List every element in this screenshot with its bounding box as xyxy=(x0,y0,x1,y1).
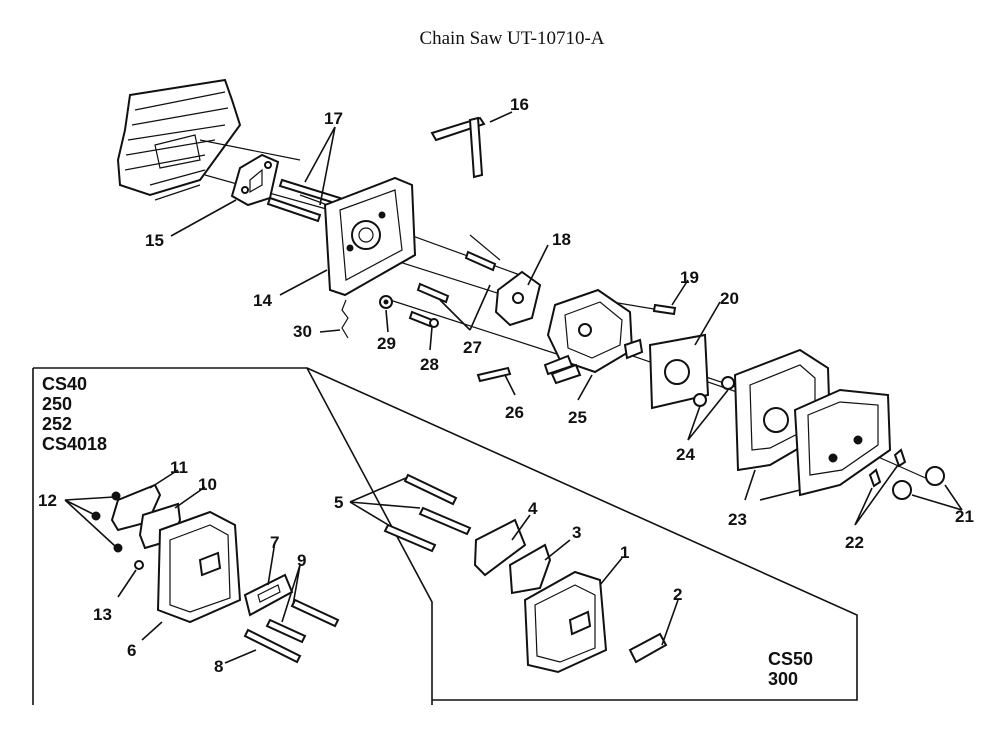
part-4-plate xyxy=(473,518,527,577)
label-16: 16 xyxy=(510,95,529,114)
part-3-plate xyxy=(508,543,552,595)
part-27-screws xyxy=(416,250,497,304)
model-label: CS4018 xyxy=(42,434,107,454)
part-1-muffler xyxy=(523,570,608,674)
model-label: CS50 xyxy=(768,649,813,669)
label-20: 20 xyxy=(720,289,739,308)
label-2: 2 xyxy=(673,585,682,604)
part-26-pin xyxy=(476,366,512,383)
leader-lines xyxy=(64,111,963,664)
part-14-carburetor-adapter xyxy=(323,176,417,297)
model-label: 252 xyxy=(42,414,72,434)
label-21: 21 xyxy=(955,507,974,526)
label-7: 7 xyxy=(270,533,279,552)
label-29: 29 xyxy=(377,334,396,353)
label-18: 18 xyxy=(552,230,571,249)
part-number-labels: 16 17 15 18 14 19 20 30 29 27 28 26 25 2… xyxy=(38,95,974,676)
label-3: 3 xyxy=(572,523,581,542)
part-9-bolts xyxy=(265,598,340,644)
part-25-carburetor xyxy=(543,288,644,385)
diagram-title: Chain Saw UT-10710-A xyxy=(419,28,605,49)
label-23: 23 xyxy=(728,510,747,529)
label-12: 12 xyxy=(38,491,57,510)
label-27: 27 xyxy=(463,338,482,357)
label-15: 15 xyxy=(145,231,164,250)
label-13: 13 xyxy=(93,605,112,624)
part-8-bolt xyxy=(243,628,302,664)
label-6: 6 xyxy=(127,641,136,660)
label-17: 17 xyxy=(324,109,343,128)
label-14: 14 xyxy=(253,291,272,310)
part-2-gasket xyxy=(628,632,668,664)
label-4: 4 xyxy=(528,499,538,518)
inset-right-box xyxy=(306,367,858,701)
models-right: CS50 300 xyxy=(768,649,813,689)
part-21-knobs xyxy=(892,466,945,500)
models-left: CS40 250 252 CS4018 xyxy=(42,374,107,454)
part-19-pin xyxy=(652,303,677,316)
part-6-muffler xyxy=(156,510,242,624)
label-11: 11 xyxy=(170,458,188,477)
part-30-spring xyxy=(341,299,349,339)
label-8: 8 xyxy=(214,657,223,676)
part-16-hex-key xyxy=(430,116,486,179)
label-25: 25 xyxy=(568,408,587,427)
part-29-nut xyxy=(379,295,393,309)
part-5-bolts xyxy=(383,473,472,553)
model-label: 300 xyxy=(768,669,798,689)
label-1: 1 xyxy=(620,543,629,562)
label-9: 9 xyxy=(297,551,306,570)
label-19: 19 xyxy=(680,268,699,287)
part-18-gasket xyxy=(494,270,542,327)
label-26: 26 xyxy=(505,403,524,422)
part-24-nuts xyxy=(693,376,735,407)
part-28-screw xyxy=(408,310,439,328)
label-5: 5 xyxy=(334,493,343,512)
label-10: 10 xyxy=(198,475,217,494)
part-22-washers xyxy=(868,448,907,488)
model-label: 250 xyxy=(42,394,72,414)
part-20-gasket xyxy=(648,333,710,410)
part-13-nut xyxy=(134,560,144,570)
part-23-air-filter xyxy=(733,348,892,497)
label-30: 30 xyxy=(293,322,312,341)
model-label: CS40 xyxy=(42,374,87,394)
label-24: 24 xyxy=(676,445,695,464)
label-28: 28 xyxy=(420,355,439,374)
label-22: 22 xyxy=(845,533,864,552)
inset-left-box xyxy=(32,367,433,705)
cylinder-block xyxy=(116,78,242,201)
